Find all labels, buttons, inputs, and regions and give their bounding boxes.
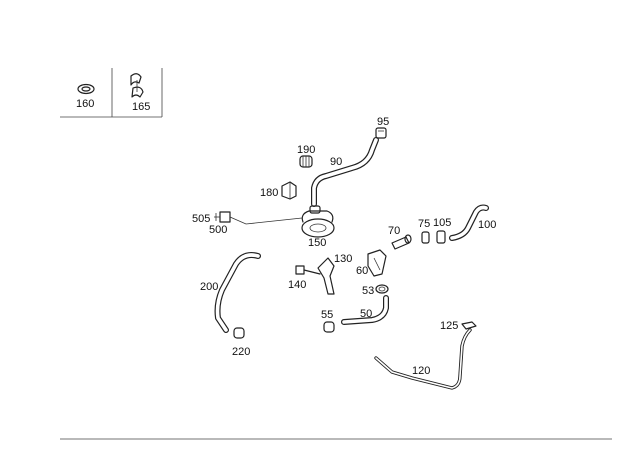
hose-100: [449, 204, 489, 241]
callout-505: 505: [192, 213, 210, 225]
clamp-55: [323, 321, 335, 333]
callout-95: 95: [377, 116, 389, 128]
hose-200: [214, 252, 261, 333]
callout-100: 100: [478, 219, 496, 231]
callout-500: 500: [209, 224, 227, 236]
legend-label-165: 165: [132, 101, 150, 113]
callout-190: 190: [297, 144, 315, 156]
bracket-180: [281, 181, 297, 200]
housing-60: [367, 249, 387, 277]
callout-105: 105: [433, 217, 451, 229]
clamp-95: [375, 127, 387, 139]
callout-75: 75: [418, 218, 430, 230]
seal-ring-icon: [77, 83, 95, 95]
connector-125: [461, 321, 477, 330]
callout-200: 200: [200, 281, 218, 293]
legend-box: 160 165: [60, 68, 163, 118]
pump-150: [301, 205, 335, 238]
callout-220: 220: [232, 346, 250, 358]
seal-53: [375, 284, 389, 294]
clamp-220: [233, 327, 245, 339]
hose-90: [311, 137, 379, 207]
callout-180: 180: [260, 187, 278, 199]
callout-50: 50: [360, 308, 372, 320]
callout-55: 55: [321, 309, 333, 321]
connector-505: [214, 211, 231, 223]
collar-190: [299, 155, 313, 168]
callout-90: 90: [330, 156, 342, 168]
wire-500: [229, 216, 303, 225]
callout-70: 70: [388, 225, 400, 237]
bracket-130: [317, 257, 335, 295]
hose-clip-icon: [130, 73, 144, 98]
callout-120: 120: [412, 365, 430, 377]
callout-140: 140: [288, 279, 306, 291]
callout-150: 150: [308, 237, 326, 249]
bolt-140: [295, 265, 321, 275]
callout-130: 130: [334, 253, 352, 265]
callout-125: 125: [440, 320, 458, 332]
hose-50: [341, 295, 389, 325]
callout-60: 60: [356, 265, 368, 277]
legend-label-160: 160: [76, 98, 94, 110]
callout-53: 53: [362, 285, 374, 297]
clamp-75: [421, 231, 430, 244]
fitting-70: [391, 234, 412, 250]
clamp-105: [436, 230, 446, 244]
pipe-120: [374, 328, 472, 390]
